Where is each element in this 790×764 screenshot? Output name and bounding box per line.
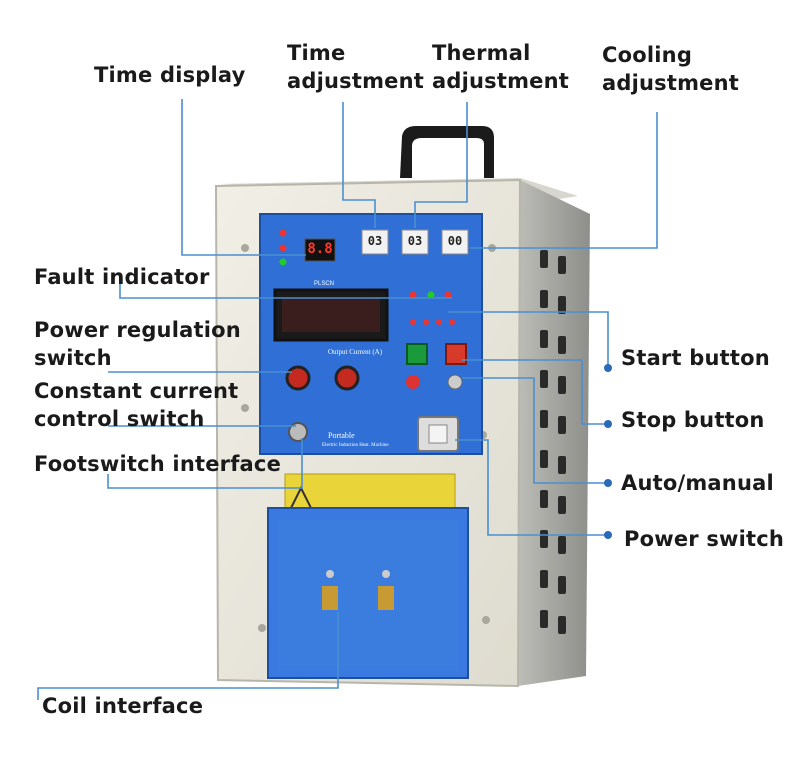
label-constant-current-line2: control switch bbox=[34, 407, 205, 431]
product-subtitle: Electric Induction Heat. Machine bbox=[322, 443, 389, 448]
label-time-adjustment-line1: Time bbox=[287, 41, 346, 65]
label-start-button: Start button bbox=[621, 346, 770, 370]
handle bbox=[400, 126, 494, 178]
label-coil-interface: Coil interface bbox=[42, 694, 204, 718]
product-name: Portable bbox=[328, 431, 355, 440]
fault-leds bbox=[409, 291, 455, 325]
label-thermal-adjustment-line1: Thermal bbox=[432, 41, 531, 65]
brand-label: PLSCN bbox=[314, 281, 335, 287]
callout-lines bbox=[37, 99, 658, 700]
label-time-display: Time display bbox=[94, 63, 246, 87]
footswitch-connector bbox=[288, 422, 308, 442]
label-cooling-adjustment-line2: adjustment bbox=[602, 71, 740, 95]
counter-time bbox=[361, 229, 389, 255]
stop-button-graphic bbox=[445, 343, 467, 365]
label-fault-indicator: Fault indicator bbox=[34, 265, 210, 289]
counter-time-value: 03 bbox=[367, 234, 383, 248]
label-time-adjustment-line2: adjustment bbox=[287, 69, 425, 93]
output-current-label: Output Current (A) bbox=[328, 348, 383, 356]
side-vents bbox=[540, 250, 566, 634]
label-auto-manual: Auto/manual bbox=[621, 471, 774, 495]
label-power-regulation-line2: switch bbox=[34, 346, 112, 370]
label-power-switch: Power switch bbox=[624, 527, 785, 551]
counter-thermal bbox=[401, 229, 429, 255]
callout-dots bbox=[604, 364, 612, 539]
start-button-graphic bbox=[406, 343, 428, 365]
counter-thermal-value: 03 bbox=[407, 234, 423, 248]
label-stop-button: Stop button bbox=[621, 408, 765, 432]
power-knob bbox=[285, 365, 311, 391]
auto-manual-toggle bbox=[447, 374, 463, 390]
counter-cooling bbox=[441, 229, 469, 255]
label-constant-current-line1: Constant current bbox=[34, 379, 239, 403]
current-knob bbox=[334, 365, 360, 391]
label-power-regulation-line1: Power regulation bbox=[34, 318, 241, 342]
label-footswitch-interface: Footswitch interface bbox=[34, 452, 282, 476]
label-cooling-adjustment-line1: Cooling bbox=[602, 43, 693, 67]
coil-fittings bbox=[322, 570, 394, 610]
digit-display: 8.8 bbox=[307, 241, 333, 257]
counter-cooling-value: 00 bbox=[447, 234, 463, 248]
time-display-screen bbox=[304, 238, 336, 262]
case-side bbox=[518, 180, 590, 686]
label-thermal-adjustment-line2: adjustment bbox=[432, 69, 570, 93]
